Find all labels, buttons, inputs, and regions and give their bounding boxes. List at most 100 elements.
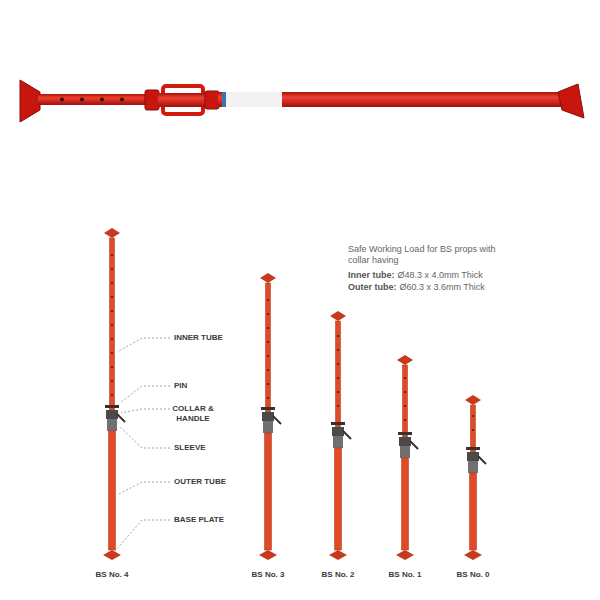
prop-photo xyxy=(205,91,219,109)
prop-figure xyxy=(105,405,119,408)
part-label: BASE PLATE xyxy=(174,515,224,525)
prop-figure xyxy=(332,427,344,436)
prop-figure xyxy=(260,273,276,283)
prop-size-label: BS No. 2 xyxy=(322,570,355,580)
prop-figure xyxy=(265,433,272,550)
prop-figure xyxy=(267,299,269,399)
note-text: Ø60.3 x 3.6mm Thick xyxy=(400,282,485,293)
prop-figure xyxy=(110,238,115,410)
prop-figure xyxy=(330,311,346,321)
prop-figure xyxy=(263,421,273,433)
leader-lines xyxy=(117,482,170,495)
prop-figure xyxy=(111,380,113,382)
prop-figure xyxy=(111,366,113,368)
prop-figure xyxy=(262,412,274,421)
prop-figure xyxy=(472,415,474,417)
prop-figure xyxy=(109,431,116,550)
prop-figure xyxy=(267,341,269,343)
note-text: Ø48.3 x 4.0mm Thick xyxy=(398,270,483,281)
prop-photo xyxy=(80,98,84,102)
part-label: PIN xyxy=(174,381,187,391)
prop-figure xyxy=(472,429,474,431)
prop-figure xyxy=(404,405,406,407)
prop-figure xyxy=(336,321,341,427)
prop-figure xyxy=(472,415,474,431)
prop-figure xyxy=(396,355,418,560)
prop-figure xyxy=(397,355,413,365)
prop-size-label: BS No. 4 xyxy=(96,570,129,580)
prop-size-label: BS No. 0 xyxy=(457,570,490,580)
prop-figure xyxy=(343,431,351,439)
prop-figure xyxy=(337,349,339,351)
prop-figure xyxy=(404,377,406,421)
note-text: Safe Working Load for BS props with coll… xyxy=(348,244,508,266)
prop-figure xyxy=(117,414,125,422)
prop-photo xyxy=(38,94,150,105)
prop-figure xyxy=(267,327,269,329)
prop-photo xyxy=(60,98,64,102)
prop-figure xyxy=(111,338,113,340)
prop-figure xyxy=(111,310,113,312)
prop-figure xyxy=(329,311,351,560)
prop-photo xyxy=(558,84,584,118)
prop-figure xyxy=(337,335,339,407)
prop-photo xyxy=(222,92,282,107)
prop-figure xyxy=(267,355,269,357)
leader-lines xyxy=(117,338,170,352)
prop-figure xyxy=(467,452,479,461)
prop-figure xyxy=(106,410,118,419)
prop-figure xyxy=(111,268,113,270)
prop-figure xyxy=(111,254,113,396)
prop-size-label: BS No. 1 xyxy=(389,570,422,580)
prop-figure xyxy=(337,377,339,379)
part-label: SLEEVE xyxy=(174,443,206,453)
prop-figure xyxy=(400,446,410,458)
part-label: COLLAR & HANDLE xyxy=(172,404,214,423)
prop-figure xyxy=(465,395,481,405)
prop-photo xyxy=(20,80,40,122)
prop-figure xyxy=(402,458,409,550)
leader-lines xyxy=(115,520,170,551)
prop-figure xyxy=(468,461,478,473)
prop-figure xyxy=(103,550,121,560)
prop-figure xyxy=(404,377,406,379)
prop-figure xyxy=(107,419,117,431)
prop-figure xyxy=(335,448,342,550)
prop-photo xyxy=(222,92,226,107)
part-label: OUTER TUBE xyxy=(174,477,226,487)
prop-figure xyxy=(337,391,339,393)
prop-photo xyxy=(100,98,104,102)
prop-figure xyxy=(267,397,269,399)
prop-figure xyxy=(337,335,339,337)
prop-figure xyxy=(329,550,347,560)
prop-figure xyxy=(404,391,406,393)
prop-figure xyxy=(103,228,125,560)
prop-figure xyxy=(259,273,281,560)
prop-figure xyxy=(111,254,113,256)
prop-photo xyxy=(158,93,208,107)
prop-figure xyxy=(471,405,476,452)
prop-figure xyxy=(464,550,482,560)
prop-size-label: BS No. 3 xyxy=(252,570,285,580)
prop-figure xyxy=(273,416,281,424)
prop-figure xyxy=(267,369,269,371)
prop-figure xyxy=(410,441,418,449)
prop-figure xyxy=(466,447,480,450)
leader-lines xyxy=(121,409,170,413)
prop-figure xyxy=(470,473,477,550)
prop-figure xyxy=(111,282,113,284)
prop-photo xyxy=(145,90,159,110)
prop-photo xyxy=(218,92,562,107)
prop-figure xyxy=(404,419,406,421)
prop-photo xyxy=(120,98,124,102)
prop-figure xyxy=(261,407,275,410)
note-text: Outer tube: xyxy=(348,282,397,293)
prop-figure xyxy=(104,228,120,238)
prop-figure xyxy=(331,422,345,425)
note-text: Inner tube: xyxy=(348,270,395,281)
prop-figure xyxy=(111,352,113,354)
prop-figure xyxy=(396,550,414,560)
prop-figure xyxy=(111,296,113,298)
prop-figure xyxy=(111,324,113,326)
prop-figure xyxy=(478,456,486,464)
